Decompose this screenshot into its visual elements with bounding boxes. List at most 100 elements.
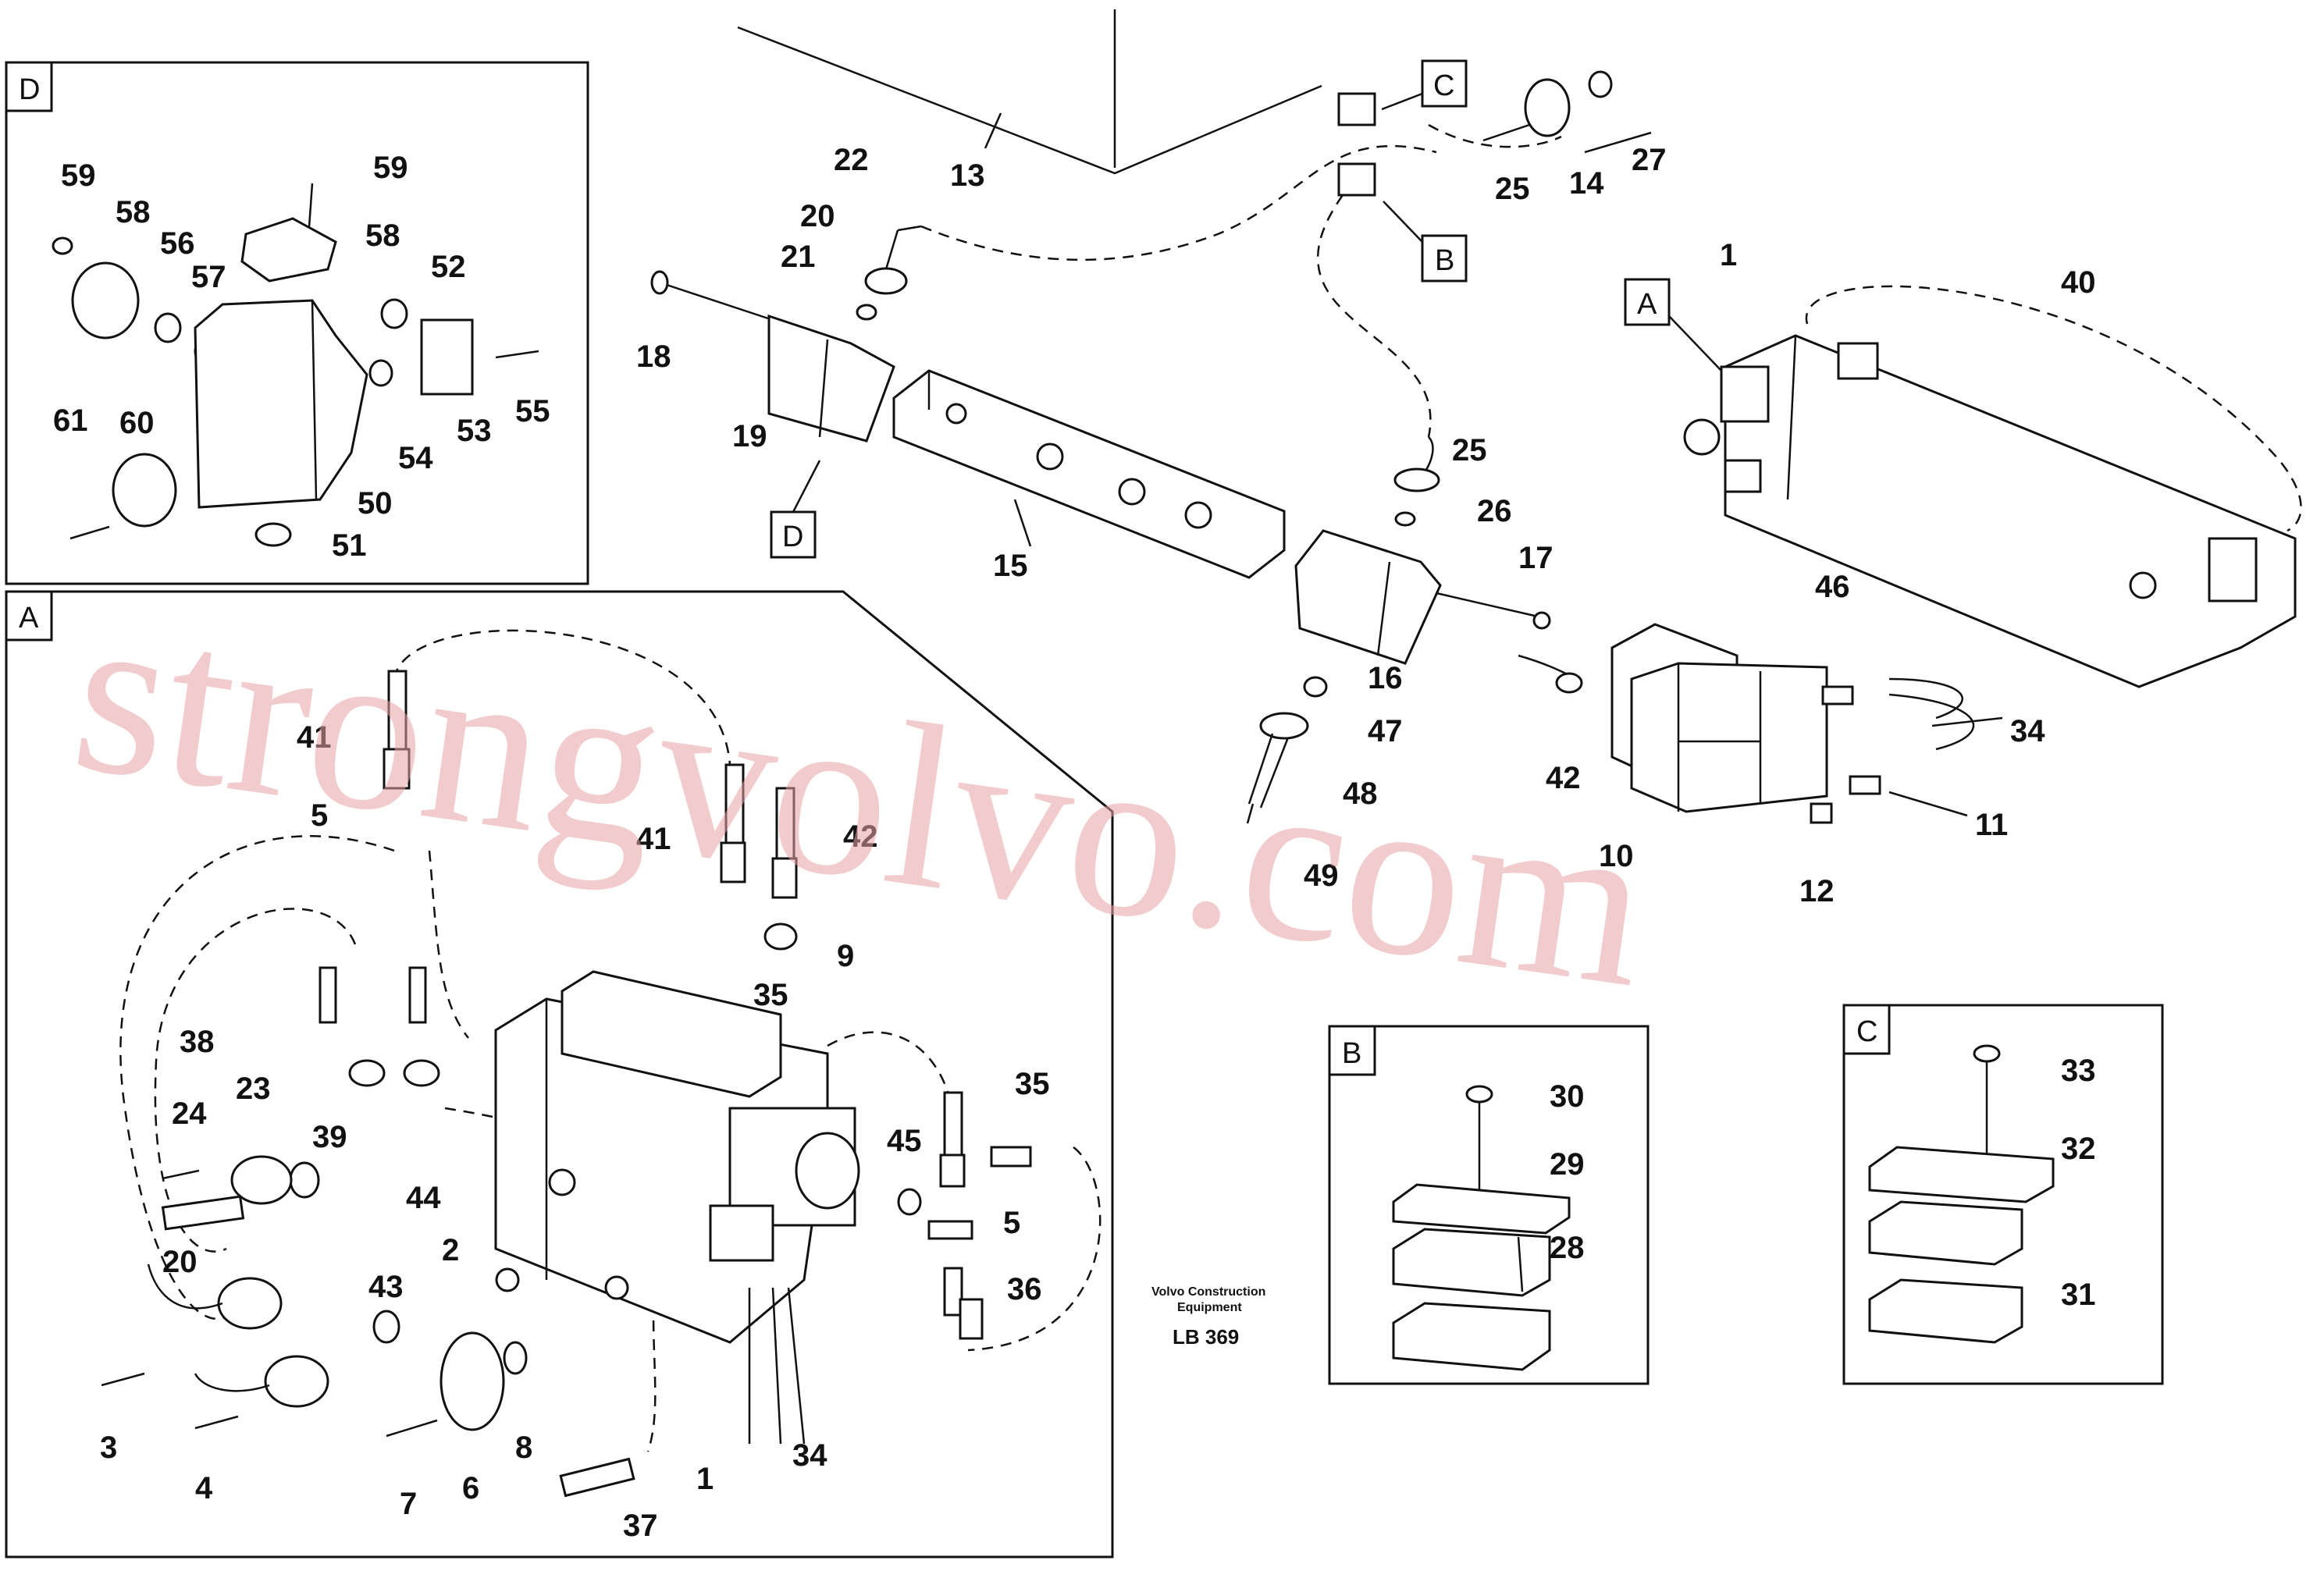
bar-15-hole-1 [945, 403, 967, 425]
label-42-a: 42 [843, 819, 878, 854]
hose-22-end [897, 225, 922, 232]
pipe-20 [161, 1195, 245, 1231]
arrow-b-letter: B [1435, 244, 1454, 277]
manifold-bar-15 [892, 369, 1286, 579]
view-b-letter-box [1328, 1025, 1376, 1076]
label-20: 20 [800, 199, 835, 233]
flange-25-low [1393, 467, 1440, 492]
label-1-a: 1 [696, 1462, 714, 1496]
hose-39-a [319, 966, 337, 1024]
flange-58-left [71, 261, 140, 339]
label-11: 11 [1975, 808, 2008, 842]
caption-line1: Volvo Construction [1151, 1285, 1265, 1299]
label-48: 48 [1343, 777, 1378, 811]
view-b-parts [1392, 1085, 1571, 1371]
label-25-top: 25 [1495, 172, 1530, 206]
bolt-61 [69, 525, 110, 540]
arrow-c-line [1381, 92, 1423, 111]
hose-22 [884, 229, 899, 270]
fitting-42 [1555, 672, 1583, 694]
bolt-33-head [1973, 1044, 2001, 1063]
label-12: 12 [1799, 874, 1835, 908]
clamp-31-top [1868, 1200, 2023, 1266]
arrow-b-box [1421, 234, 1468, 283]
view-c-letter-box [1842, 1004, 1891, 1055]
label-31: 31 [2061, 1278, 2096, 1312]
connector-block [709, 1204, 774, 1262]
view-a-letter-box [5, 590, 53, 642]
label-35-top: 35 [753, 978, 788, 1012]
hose-39-b [408, 966, 427, 1024]
block-19 [767, 314, 895, 443]
block-50-edge [311, 300, 318, 500]
caption-line2: Equipment [1177, 1301, 1242, 1314]
label-45: 45 [887, 1124, 922, 1158]
cylinder-rod-end [2208, 537, 2258, 602]
label-56: 56 [160, 226, 195, 261]
clamp-28-edge [1517, 1236, 1524, 1292]
arrow-d-letter: D [782, 521, 803, 553]
plug-2 [495, 1267, 520, 1292]
flange-6 [440, 1331, 505, 1431]
bolt-24 [162, 1169, 200, 1180]
oring-54 [368, 359, 393, 387]
oring-21 [856, 304, 877, 321]
bolt-3 [101, 1372, 145, 1387]
label-25-low: 25 [1452, 433, 1487, 467]
bolt-49 [1246, 803, 1255, 824]
fitting-36 [959, 1298, 984, 1340]
plug-51 [254, 522, 292, 547]
bolt-4 [194, 1415, 239, 1430]
flange-25-top [1524, 78, 1571, 137]
label-41-left: 41 [297, 720, 332, 755]
label-38: 38 [180, 1025, 215, 1059]
label-30: 30 [1550, 1079, 1585, 1114]
bolt-7 [386, 1419, 438, 1438]
label-28: 28 [1550, 1231, 1585, 1265]
bar-15-hole-3 [1118, 478, 1146, 506]
fitting-47 [1303, 676, 1328, 698]
label-13: 13 [950, 158, 985, 193]
label-1-top: 1 [1720, 238, 1737, 272]
hose-48-b [1259, 737, 1290, 809]
fitting-42-a [771, 857, 798, 899]
hose-34-lower-c [787, 1287, 806, 1445]
block-19-edge [818, 339, 829, 438]
oring-23 [289, 1161, 320, 1199]
flange-20-b [217, 1277, 283, 1330]
oring-26 [1394, 511, 1416, 527]
view-c-frame [1842, 1004, 2164, 1385]
leader-15 [1013, 499, 1032, 547]
label-14: 14 [1569, 166, 1604, 201]
port-lower [604, 1275, 629, 1300]
view-d-letter-box [5, 61, 53, 112]
plug-52 [380, 298, 408, 329]
clamp-28-top [1392, 1228, 1551, 1297]
plate-29 [1392, 1183, 1571, 1235]
main-labels: 13 22 20 21 18 19 15 25 14 27 26 17 16 4… [636, 143, 2096, 908]
fitting-36-top [990, 1146, 1032, 1168]
cylinder-valve-block [1720, 365, 1770, 423]
arrow-a-box [1624, 278, 1671, 326]
cylinder-46-edge [1786, 335, 1797, 500]
label-37: 37 [623, 1509, 658, 1543]
cover-53 [420, 318, 474, 396]
label-9: 9 [837, 939, 854, 973]
label-4: 4 [195, 1471, 213, 1505]
leader-11 [1888, 791, 1968, 817]
label-59-left: 59 [61, 158, 96, 193]
label-29: 29 [1550, 1147, 1585, 1182]
view-a-labels: 41 5 41 42 9 35 38 23 24 39 44 20 2 43 3… [100, 720, 1050, 1543]
label-32: 32 [2061, 1132, 2096, 1166]
flange-58-top [240, 217, 337, 283]
pipe-lower [194, 1373, 270, 1392]
bolt-17 [1436, 592, 1539, 618]
cylinder-port-block [1837, 342, 1879, 380]
label-52: 52 [431, 250, 466, 284]
valve-10-front [1630, 662, 1828, 813]
label-41-right: 41 [636, 822, 671, 856]
elbow-39-a [348, 1059, 386, 1087]
label-61: 61 [53, 403, 88, 438]
leader-34 [1931, 716, 2003, 727]
flange-60 [112, 453, 177, 528]
